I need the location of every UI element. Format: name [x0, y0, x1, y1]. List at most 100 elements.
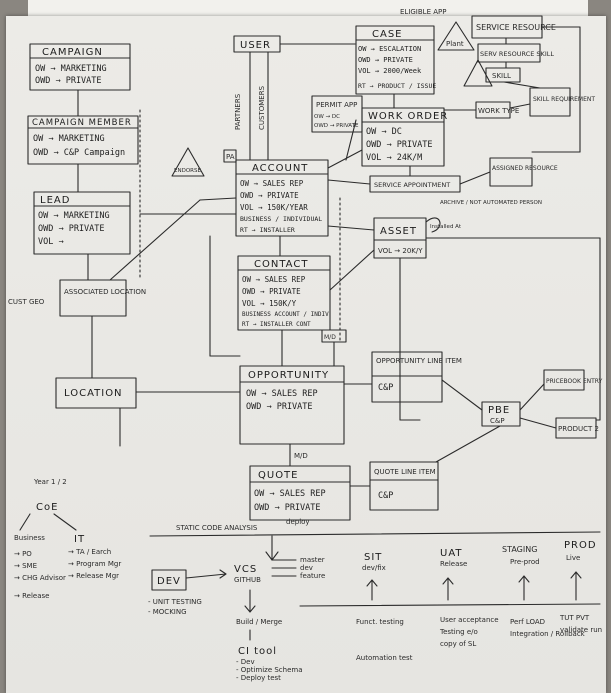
annotation-text: PA — [226, 153, 235, 161]
devops-tut: TUT PVT — [559, 614, 590, 622]
entity-title: QUOTE LINE ITEM — [374, 468, 436, 476]
entity-account: ACCOUNT OW → SALES REP OWD → PRIVATE VOL… — [235, 159, 329, 237]
entity-line: VOL → 150K/YEAR — [240, 203, 308, 212]
entity-title: USER — [240, 40, 271, 51]
entity-line: OWD → C&P Campaign — [33, 148, 125, 158]
annotation-text: Installed At — [430, 224, 462, 230]
devops-it-item: → TA / Earch — [68, 548, 111, 556]
devops-staging-sub: Pre-prod — [510, 558, 540, 566]
entity-assigned-resource: ASSIGNED RESOURCE — [489, 157, 558, 187]
devops-it-item: → Program Mgr — [68, 560, 121, 568]
entity-title: SKILL — [492, 72, 511, 80]
entity-line: OW → SALES REP — [246, 389, 318, 399]
annotation-text: M/D — [294, 452, 308, 460]
entity-line: C&P — [378, 491, 393, 501]
entity-line: VOL → 20K/Y — [378, 247, 423, 255]
entity-title: ASSOCIATED LOCATION — [64, 288, 146, 296]
entity-associated-location: ASSOCIATED LOCATION — [59, 279, 146, 317]
devops-branch: dev — [300, 564, 313, 572]
entity-title: PBE — [488, 405, 510, 416]
entity-title: PERMIT APP — [316, 101, 357, 109]
devops-perf2: Integration / Rollback — [510, 630, 586, 638]
entity-title: CAMPAIGN — [42, 47, 103, 58]
entity-title: LEAD — [40, 195, 70, 206]
entity-quote: QUOTE OW → SALES REP OWD → PRIVATE — [249, 465, 351, 521]
annotation-text: M/D — [324, 334, 336, 341]
entity-line: RT → INSTALLER CONT — [242, 321, 311, 328]
devops-user-acc2: Testing e/o — [439, 628, 478, 636]
entity-title: PRODUCT 2 — [558, 425, 599, 433]
devops-dev-item: - MOCKING — [148, 608, 187, 616]
entity-line: OW → SALES REP — [254, 489, 326, 499]
devops-vcs-sub: GITHUB — [234, 576, 261, 584]
devops-sit: SIT — [364, 552, 382, 563]
devops-ci-item: - Deploy test — [236, 674, 281, 682]
devops-it: IT — [74, 534, 85, 545]
entity-title: CONTACT — [254, 259, 308, 270]
entity-line: VOL → — [38, 237, 64, 247]
entity-line: OWD → PRIVATE — [358, 56, 413, 64]
devops-business: Business — [14, 534, 45, 542]
entity-line: OWD → PRIVATE — [35, 76, 102, 86]
entity-title: ASSET — [380, 226, 417, 237]
entity-product: PRODUCT 2 — [555, 417, 599, 439]
devops-prod-sub: Live — [566, 554, 580, 562]
endorse-triangle: ENDORSE — [171, 147, 205, 177]
entity-line: VOL → 2000/Week — [358, 67, 422, 75]
entity-line: RT → INSTALLER — [240, 226, 295, 234]
entity-serv-resource-skill: SERV RESOURCE SKILL — [477, 43, 554, 63]
entity-line: OWD → PRIVATE — [314, 123, 359, 129]
devops-staging: STAGING — [502, 545, 537, 554]
entity-line: C&P — [490, 417, 505, 425]
plant-triangle: Plant — [437, 21, 493, 87]
entity-title: SKILL REQUIREMENT — [533, 96, 595, 103]
entity-title: SERV RESOURCE SKILL — [480, 50, 554, 58]
entity-title: WORK ORDER — [368, 111, 448, 122]
entity-title: ACCOUNT — [252, 163, 308, 174]
devops-business-item: → PO — [14, 550, 32, 558]
entity-line: BUSINESS ACCOUNT / INDIV — [242, 311, 329, 318]
entity-line: OW → SALES REP — [240, 179, 304, 188]
entity-title: ASSIGNED RESOURCE — [492, 165, 558, 172]
entity-quote-line-item: QUOTE LINE ITEM C&P — [369, 461, 439, 511]
devops-ci-item: - Optimize Schema — [236, 666, 303, 674]
entity-title: OPPORTUNITY LINE ITEM — [376, 357, 462, 365]
entity-location: LOCATION — [55, 377, 137, 409]
dev-box: DEV — [151, 569, 187, 591]
devops-func: Funct. testing — [356, 618, 404, 626]
devops-branch: master — [300, 556, 325, 564]
devops-business-item: → Release — [14, 592, 49, 600]
devops-years: Year 1 / 2 — [33, 478, 67, 486]
devops-ci: CI tool — [238, 646, 277, 657]
devops-uat: UAT — [440, 548, 463, 559]
entity-title: CASE — [372, 29, 403, 40]
entity-lead: LEAD OW → MARKETING OWD → PRIVATE VOL → — [33, 191, 131, 255]
entity-case: CASE OW → ESCALATION OWD → PRIVATE VOL →… — [355, 25, 436, 95]
entity-line: OWD → PRIVATE — [366, 140, 433, 150]
entity-title: OPPORTUNITY — [248, 370, 329, 381]
entity-title: LOCATION — [64, 388, 123, 399]
entity-contact: CONTACT OW → SALES REP OWD → PRIVATE VOL… — [237, 255, 331, 331]
devops-ci-item: - Dev — [236, 658, 255, 666]
entity-line: OWD → PRIVATE — [246, 402, 313, 412]
entity-service-appointment: SERVICE APPOINTMENT — [369, 175, 461, 193]
annotation-text: Plant — [446, 40, 464, 48]
devops-build: Build / Merge — [236, 618, 282, 626]
entity-pricebook: PRICEBOOK ENTRY — [543, 369, 603, 391]
entity-title: CAMPAIGN MEMBER — [32, 118, 132, 128]
entity-title: PRICEBOOK ENTRY — [546, 378, 603, 385]
entity-skill-requirement: SKILL REQUIREMENT — [529, 87, 595, 117]
devops-header-2: deploy — [286, 518, 310, 526]
entity-line: BUSINESS / INDIVIDUAL — [240, 215, 322, 223]
entity-line: OWD → PRIVATE — [240, 191, 299, 200]
devops-dev: DEV — [157, 576, 181, 587]
devops-uat-sub: Release — [440, 560, 467, 568]
entity-line: OWD → PRIVATE — [242, 287, 301, 296]
entity-line: RT → PRODUCT / ISSUE — [358, 82, 436, 90]
entity-title: SERVICE APPOINTMENT — [374, 181, 450, 189]
entity-asset: ASSET VOL → 20K/Y — [373, 217, 427, 259]
entity-line: C&P — [378, 383, 393, 393]
entity-work-type: WORK TYPE — [475, 101, 519, 119]
